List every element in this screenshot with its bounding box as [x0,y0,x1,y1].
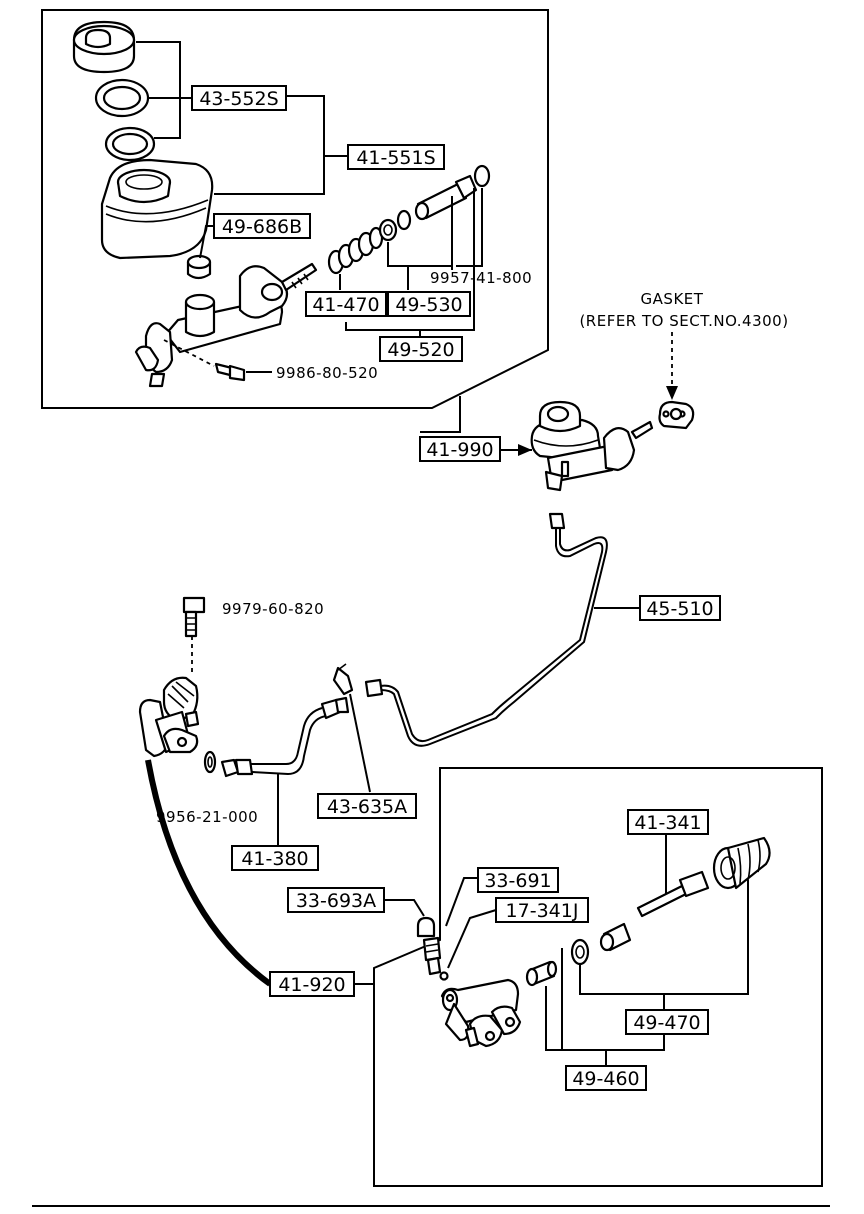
leader-43-552S [136,41,192,139]
reservoir-body [100,158,214,260]
bleeder-screw [422,936,442,976]
hose-clip [332,663,354,696]
bolt-dashed-leader [163,339,215,367]
leader-49-686B [199,225,214,259]
leader-41-551S [214,95,348,195]
label-41-551S: 41-551S [347,144,445,170]
leader-17-341J [447,909,497,969]
label-41-990: 41-990 [419,436,501,462]
clutch-flex-hose [220,696,350,778]
label-33-691: 33-691 [477,867,559,893]
steel-ball [439,971,449,981]
label-43-635A: 43-635A [317,793,417,819]
leader-33-691 [445,877,478,927]
piston-o-ring [396,209,412,231]
primary-cup-seal [378,218,398,242]
bleeder-cap [416,916,436,938]
label-41-380-text: 41-380 [241,848,308,870]
label-49-460-text: 49-460 [572,1068,639,1090]
reservoir-cap [72,20,136,74]
gasket-title: GASKET [641,290,704,308]
release-cylinder-bolt [182,596,206,638]
label-41-920-text: 41-920 [278,974,345,996]
slave-cup-seal [525,960,558,987]
label-49-530-text: 49-530 [395,294,462,316]
label-33-693A: 33-693A [287,887,385,913]
label-41-470: 41-470 [305,291,387,317]
release-cylinder-body [440,978,522,1048]
gasket-arrow-head [666,386,678,400]
leader-41-990-from-frame [420,396,461,433]
label-17-341J-text: 17-341J [506,900,579,922]
release-pushrod [636,870,710,918]
master-cylinder-gasket [658,400,695,430]
clutch-pipe [364,512,608,747]
gasket-reference: (REFER TO SECT.NO.4300) [579,312,788,330]
label-49-520-text: 49-520 [387,339,454,361]
slave-piston-head [599,922,632,952]
label-41-920: 41-920 [269,971,355,997]
label-41-380: 41-380 [231,845,319,871]
part-number-9979: 9979-60-820 [222,600,324,618]
master-cylinder-pushrod [280,262,318,292]
part-number-9957: 9957-41-800 [430,269,532,287]
label-49-686B-text: 49-686B [222,216,302,238]
label-43-635A-text: 43-635A [327,796,407,818]
label-33-691-text: 33-691 [484,870,551,892]
label-49-520: 49-520 [379,336,463,362]
leader-49-460 [545,948,665,1066]
release-cylinder-assembly [138,676,200,758]
arrow-head-41-990 [518,444,532,456]
label-49-470-text: 49-470 [633,1012,700,1034]
master-cylinder-frame [41,9,549,409]
label-41-551S-text: 41-551S [356,147,435,169]
release-dust-boot [712,836,771,890]
label-43-552S-text: 43-552S [199,88,278,110]
slave-cylinder-frame [373,767,823,1187]
hose-washer [203,750,217,774]
label-49-470: 49-470 [625,1009,709,1035]
leader-9957 [451,188,483,270]
master-cylinder-body [134,265,289,388]
reservoir-mount-bolt [214,362,246,382]
label-49-530: 49-530 [387,291,471,317]
label-41-990-text: 41-990 [426,439,493,461]
label-49-460: 49-460 [565,1065,647,1091]
piston-stop-ring [473,164,491,188]
label-43-552S: 43-552S [191,85,287,111]
label-45-510-text: 45-510 [646,598,713,620]
reservoir-seal-ring [94,78,150,118]
reservoir-grommet [186,254,212,280]
assembled-master-cylinder [530,400,654,492]
slave-piston [570,938,590,966]
label-41-470-text: 41-470 [312,294,379,316]
reservoir-gasket-ring [104,126,156,162]
label-33-693A-text: 33-693A [296,890,376,912]
leader-49-520 [345,188,475,336]
return-spring [327,226,384,275]
part-number-9956: 9956-21-000 [156,808,258,826]
label-49-686B: 49-686B [213,213,311,239]
leader-49-470 [579,880,749,1010]
label-17-341J: 17-341J [495,897,589,923]
master-piston [414,174,478,221]
part-number-9986: 9986-80-520 [276,364,378,382]
reference-arrow-41-920 [145,759,272,987]
leader-33-693A [384,899,425,917]
label-41-341: 41-341 [627,809,709,835]
label-45-510: 45-510 [639,595,721,621]
label-41-341-text: 41-341 [634,812,701,834]
leader-49-530 [387,196,453,290]
leader-43-635A [349,693,371,793]
